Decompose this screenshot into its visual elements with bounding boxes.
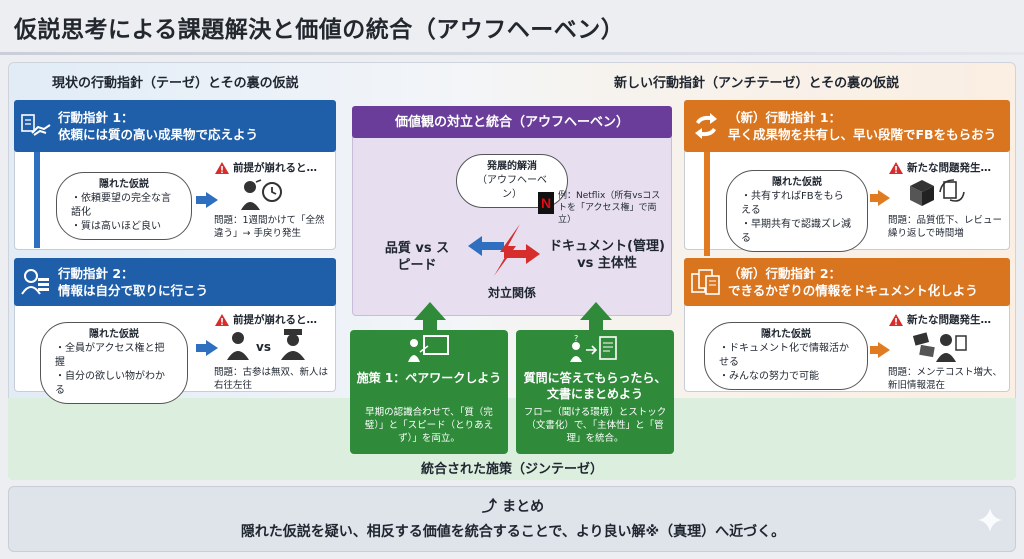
cloud-title: 発展的解消 [487,161,537,172]
hidden-hypothesis-cloud: 隠れた仮説 共有すればFBをもらえる 早期共有で認識ズレ減る [726,170,868,252]
arrow-right-icon [196,340,218,356]
summary-text: 隠れた仮説を疑い、相反する価値を統合することで、より良い解※（真理）へ近づく。 [240,524,786,540]
thesis-guideline-1: 行動指針 1： 依頼には質の高い成果物で応えよう [14,100,336,152]
teacher-board-icon [406,334,450,368]
conflict-header: 価値観の対立と統合（アウフヘーベン） [352,106,672,138]
up-arrow-icon: ⤴ [481,497,503,515]
guideline-label: 行動指針 1： [58,110,134,125]
list-item: 全員がアクセス権と把握 [55,342,173,370]
arrow-right-icon [196,192,218,208]
list-item: 自分の欲しい物がわかる [55,370,173,398]
guideline-label: 行動指針 2： [58,266,134,281]
arrow-right-icon [870,190,890,206]
question-document-icon: ? [568,334,620,368]
guideline-text: 早く成果物を共有し、早い段階でFBをもらおう [728,127,997,142]
cycle-arrows-icon [684,112,728,140]
thesis-header: 現状の行動指針（テーゼ）とその裏の仮説 [52,76,299,91]
warning-text: 新たな問題発生… [907,314,991,326]
netflix-example: 例：Netflix（所有vsコストを「アクセス権」で両立） [558,191,661,225]
measure-title: 質問に答えてもらったら、文書にまとめよう [523,371,667,401]
list-item: 依頼要望の完全な言語化 [71,192,177,220]
up-arrow-icon [589,318,603,332]
netflix-logo-icon: N [538,192,554,214]
warning-icon [889,161,903,174]
thesis-guideline-2: 行動指針 2： 情報は自分で取りに行こう [14,258,336,306]
list-item: 早期共有で認識ズレ減る [741,218,853,246]
documents-icon [684,268,728,296]
document-vs-autonomy: ドキュメント(管理) vs 主体性 [549,239,665,271]
list-item: 質は高いほど良い [71,220,177,234]
antithesis-header: 新しい行動指針（アンチテーゼ）とその裏の仮説 [614,76,900,91]
problem-text: 問題：1週間かけて「全然違う」→ 手戻り発生 [214,215,325,239]
warning-line: 新たな問題発生… [888,312,991,327]
up-arrow-icon [414,302,446,320]
warning-text: 前提が崩れると… [233,314,317,326]
warning-icon [889,313,903,326]
cloud-title: 隠れた仮説 [772,177,822,188]
quality-vs-speed: 品質 vs スピード [384,241,450,273]
box-icon [906,178,968,212]
cloud-subtitle: （アウフヘーベン） [477,175,547,200]
conflict-label: 対立関係 [487,286,536,300]
warning-line: 前提が崩れると… [214,312,317,327]
list-item: 共有すればFBをもらえる [741,190,853,218]
page-title: 仮説思考による課題解決と価値の統合（アウフヘーベン） [14,17,625,43]
thesis-connector [34,152,40,248]
antithesis-connector [704,152,710,256]
synthesis-band [8,398,1016,480]
worried-person-icon [238,178,284,216]
worried-person-icon [227,332,249,360]
problem-text: 問題：品質低下、レビュー繰り返しで時間増 [888,215,1003,239]
hidden-hypothesis-cloud: 隠れた仮説 全員がアクセス権と把握 自分の欲しい物がわかる [40,322,188,404]
cloud-title: 隠れた仮説 [761,329,811,340]
veteran-vs-newcomer [226,330,250,364]
guideline-label: （新）行動指針 2： [728,266,842,281]
up-arrow-icon [423,318,437,332]
summary-box: ⤴ まとめ 隠れた仮説を疑い、相反する価値を統合することで、より良い解※（真理）… [8,486,1016,552]
guideline-text: 依頼には質の高い成果物で応えよう [58,127,259,142]
antithesis-guideline-1: （新）行動指針 1： 早く成果物を共有し、早い段階でFBをもらおう [684,100,1010,152]
summary-heading: ⤴ まとめ [481,497,545,515]
overwhelmed-person-icon [912,330,968,366]
problem-text: 問題：メンテコスト増大、新旧情報混在 [888,367,1003,391]
hidden-hypothesis-cloud: 隠れた仮説 依頼要望の完全な言語化 質は高いほど良い [56,172,192,240]
cloud-title: 隠れた仮説 [99,179,149,190]
arrow-right-icon [870,342,890,358]
warning-line: 新たな問題発生… [888,160,991,175]
measure-card-2: ? 質問に答えてもらったら、文書にまとめよう フロー（聞ける環境）とストック（文… [516,330,674,454]
warning-icon [215,313,229,326]
warning-text: 前提が崩れると… [233,162,317,174]
warning-line: 前提が崩れると… [214,160,317,175]
guideline-text: できるかぎりの情報をドキュメント化しよう [728,283,978,298]
measure-description: フロー（聞ける環境）とストック（文書化）で、「主体性」と「管理」を統合。 [523,407,667,444]
list-item: みんなの努力で可能 [719,370,853,384]
measure-description: 早期の認識合わせで、「質（完璧）」と「スピード（とりあえず）」を両立。 [364,407,494,444]
synthesis-label: 統合された施策（ジンテーゼ） [420,462,603,477]
hidden-hypothesis-cloud: 隠れた仮説 ドキュメント化で情報活かせる みんなの努力で可能 [704,322,868,390]
title-divider [0,52,1024,55]
officer-icon [280,328,306,364]
up-arrow-icon [580,302,612,320]
cloud-title: 隠れた仮説 [89,329,139,340]
user-search-icon [14,268,58,296]
warning-text: 新たな問題発生… [907,162,991,174]
vs-label: vs [256,340,271,354]
antithesis-guideline-2: （新）行動指針 2： できるかぎりの情報をドキュメント化しよう [684,258,1010,306]
sparkle-icon [977,507,1003,537]
handshake-icon [14,113,58,139]
measure-card-1: 施策 1：ペアワークしよう 早期の認識合わせで、「質（完璧）」と「スピード（とり… [350,330,508,454]
list-item: ドキュメント化で情報活かせる [719,342,853,370]
conflict-arrows-icon [464,222,544,282]
measure-title: 施策 1：ペアワークしよう [356,371,502,385]
guideline-label: （新）行動指針 1： [728,110,842,125]
svg-text:?: ? [574,334,578,343]
clock-icon [262,182,282,202]
warning-icon [215,161,229,174]
problem-text: 問題：古参は無双、新人は右往左往 [214,367,329,391]
guideline-text: 情報は自分で取りに行こう [58,283,209,298]
